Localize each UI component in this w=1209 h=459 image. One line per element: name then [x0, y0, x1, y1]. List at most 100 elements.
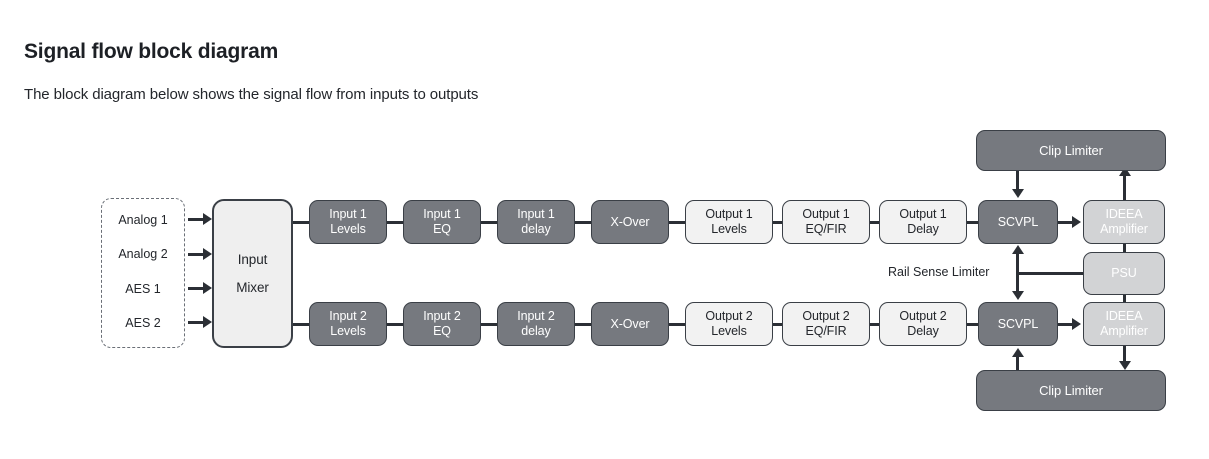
block-input-1-delay-line1: Input 1 [517, 207, 555, 221]
block-output-2-eq-fir[interactable]: Output 2 EQ/FIR [782, 302, 870, 346]
connector-mixer-to-input2-levels [292, 323, 310, 326]
block-x-over-1-line1: X-Over [610, 214, 650, 229]
block-input-1-levels-line1: Input 1 [329, 207, 367, 221]
arrow-rail-to-scvpl2-icon [1012, 291, 1024, 300]
block-clip-limiter-top[interactable]: Clip Limiter [976, 130, 1166, 171]
input-source-analog-2: Analog 2 [118, 247, 168, 261]
block-output-2-levels[interactable]: Output 2 Levels [685, 302, 773, 346]
connector-r1-3 [574, 221, 592, 224]
arrow-amp1-to-cliptop-icon [1119, 167, 1131, 176]
page-subtitle: The block diagram below shows the signal… [24, 86, 479, 103]
connector-analog-2-to-mixer [188, 253, 204, 256]
block-output-2-delay[interactable]: Output 2 Delay [879, 302, 967, 346]
block-clip-limiter-bottom[interactable]: Clip Limiter [976, 370, 1166, 411]
block-ideea-amplifier-2[interactable]: IDEEA Amplifier [1083, 302, 1165, 346]
arrow-cliptop-to-scvpl1-icon [1012, 189, 1024, 198]
connector-r1-5 [772, 221, 783, 224]
block-input-1-levels[interactable]: Input 1 Levels [309, 200, 387, 244]
block-output-1-eq-fir-line2: EQ/FIR [805, 222, 847, 236]
input-source-aes-2: AES 2 [125, 316, 161, 330]
block-output-1-levels-line2: Levels [711, 222, 747, 236]
block-psu[interactable]: PSU [1083, 252, 1165, 295]
block-output-1-levels[interactable]: Output 1 Levels [685, 200, 773, 244]
block-scvpl-1[interactable]: SCVPL [978, 200, 1058, 244]
block-clip-limiter-bottom-label: Clip Limiter [1039, 383, 1103, 398]
block-output-2-eq-fir-line1: Output 2 [802, 309, 850, 323]
connector-rail-bus-vertical [1016, 252, 1019, 293]
arrow-scvpl2-to-amp2-icon [1072, 318, 1081, 330]
arrow-clipbottom-to-scvpl2-icon [1012, 348, 1024, 357]
block-output-2-eq-fir-line2: EQ/FIR [805, 324, 847, 338]
rail-sense-limiter-label: Rail Sense Limiter [888, 265, 990, 279]
block-clip-limiter-top-label: Clip Limiter [1039, 143, 1103, 158]
connector-r2-4 [668, 323, 686, 326]
block-input-1-delay-line2: delay [521, 222, 551, 236]
block-output-1-eq-fir[interactable]: Output 1 EQ/FIR [782, 200, 870, 244]
arrow-rail-to-scvpl1-icon [1012, 245, 1024, 254]
block-scvpl-2-label: SCVPL [997, 316, 1039, 331]
block-output-1-delay-line2: Delay [907, 222, 939, 236]
block-input-1-eq[interactable]: Input 1 EQ [403, 200, 481, 244]
connector-r1-1 [386, 221, 404, 224]
block-input-2-levels[interactable]: Input 2 Levels [309, 302, 387, 346]
block-output-2-delay-line1: Output 2 [899, 309, 947, 323]
block-input-1-levels-line2: Levels [330, 222, 366, 236]
block-input-2-eq[interactable]: Input 2 EQ [403, 302, 481, 346]
connector-mixer-to-input1-levels [292, 221, 310, 224]
block-input-2-delay-line2: delay [521, 324, 551, 338]
arrow-amp2-to-clipbottom-icon [1119, 361, 1131, 370]
block-x-over-2[interactable]: X-Over [591, 302, 669, 346]
block-input-mixer-line1: Input [237, 251, 268, 267]
block-input-2-levels-line2: Levels [330, 324, 366, 338]
block-input-2-delay[interactable]: Input 2 delay [497, 302, 575, 346]
block-x-over-1[interactable]: X-Over [591, 200, 669, 244]
block-input-2-eq-line1: Input 2 [423, 309, 461, 323]
connector-clipbottom-to-scvpl2 [1016, 356, 1019, 371]
connector-cliptop-to-scvpl1 [1016, 170, 1019, 191]
block-x-over-2-line1: X-Over [610, 316, 650, 331]
block-input-1-eq-line2: EQ [433, 222, 451, 236]
input-source-aes-1: AES 1 [125, 282, 161, 296]
block-input-1-eq-line1: Input 1 [423, 207, 461, 221]
block-output-1-levels-line1: Output 1 [705, 207, 753, 221]
arrow-analog-1-to-mixer-icon [203, 213, 212, 225]
connector-r1-7 [966, 221, 980, 224]
block-output-1-delay[interactable]: Output 1 Delay [879, 200, 967, 244]
connector-scvpl2-to-amp2 [1057, 323, 1074, 326]
arrow-analog-2-to-mixer-icon [203, 248, 212, 260]
input-sources-group [101, 198, 185, 348]
block-output-1-delay-line1: Output 1 [899, 207, 947, 221]
connector-r1-4 [668, 221, 686, 224]
connector-psu-to-amp2 [1123, 294, 1126, 305]
block-scvpl-1-label: SCVPL [997, 214, 1039, 229]
block-output-2-levels-line2: Levels [711, 324, 747, 338]
page-title: Signal flow block diagram [24, 40, 279, 63]
block-input-1-delay[interactable]: Input 1 delay [497, 200, 575, 244]
connector-r2-2 [480, 323, 498, 326]
connector-amp1-to-psu [1123, 243, 1126, 254]
arrow-scvpl1-to-amp1-icon [1072, 216, 1081, 228]
block-output-1-eq-fir-line1: Output 1 [802, 207, 850, 221]
block-ideea-amplifier-1[interactable]: IDEEA Amplifier [1083, 200, 1165, 244]
connector-r2-5 [772, 323, 783, 326]
connector-r1-2 [480, 221, 498, 224]
block-output-2-delay-line2: Delay [907, 324, 939, 338]
connector-r2-6 [869, 323, 880, 326]
block-ideea-amplifier-1-line2: Amplifier [1100, 222, 1148, 236]
block-ideea-amplifier-1-line1: IDEEA [1105, 207, 1143, 221]
connector-aes-2-to-mixer [188, 321, 204, 324]
block-scvpl-2[interactable]: SCVPL [978, 302, 1058, 346]
block-ideea-amplifier-2-line2: Amplifier [1100, 324, 1148, 338]
connector-r2-3 [574, 323, 592, 326]
block-ideea-amplifier-2-line1: IDEEA [1105, 309, 1143, 323]
block-input-mixer-line2: Mixer [236, 279, 269, 295]
connector-analog-1-to-mixer [188, 218, 204, 221]
connector-r1-6 [869, 221, 880, 224]
connector-amp2-to-clipbottom [1123, 345, 1126, 362]
block-input-2-levels-line1: Input 2 [329, 309, 367, 323]
block-input-2-eq-line2: EQ [433, 324, 451, 338]
connector-r2-7 [966, 323, 980, 326]
connector-r2-1 [386, 323, 404, 326]
block-input-mixer[interactable]: Input Mixer [212, 199, 293, 348]
